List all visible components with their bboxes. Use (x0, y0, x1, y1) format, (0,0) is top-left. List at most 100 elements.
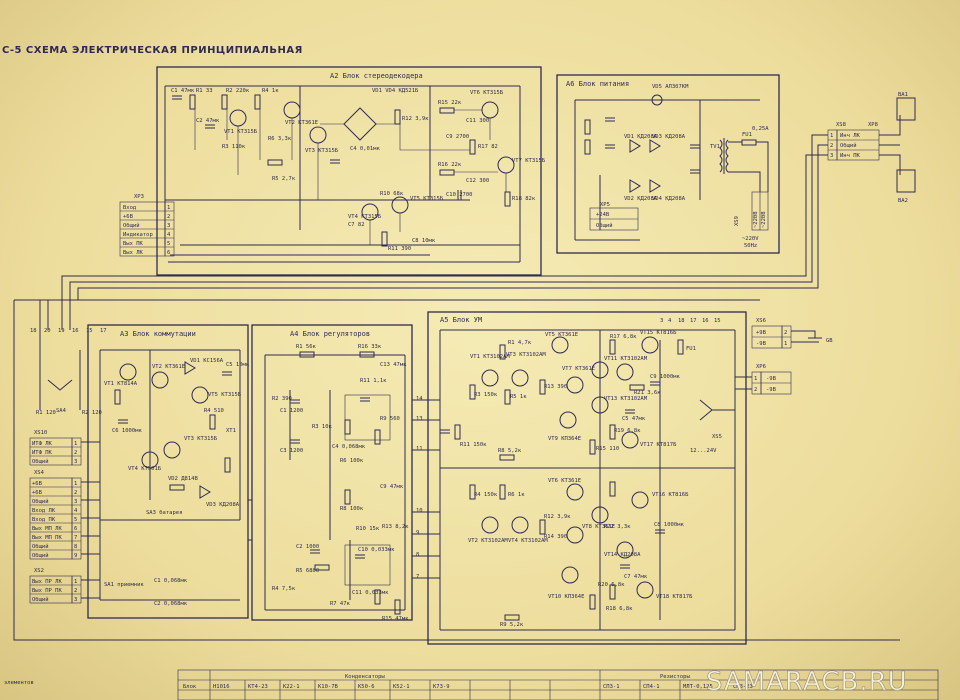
xs8-name: XS8 (836, 122, 846, 128)
connector-xs9: XS9 ~220В ~220В (734, 191, 769, 231)
gb-label: GB (826, 338, 833, 344)
a4-label-r16: R16 33к (358, 344, 382, 350)
bus-num-14: 14 (416, 396, 423, 402)
a4-label-r15: R15 47мк (382, 616, 409, 622)
a3-label-vt1: VT1 КТ814А (104, 381, 138, 387)
xs4-row-1: +6В (32, 481, 43, 487)
xs4-pin-5: 5 (74, 517, 77, 523)
xs4-row-5: Вход ПК (32, 517, 56, 523)
a4-label-r13: R13 8,2к (382, 524, 409, 530)
component-table: элементов Блок Конденсаторы Резисторы Н1… (4, 669, 939, 700)
xp5-row-2: Общий (596, 222, 613, 229)
block-a2-frame (156, 66, 542, 276)
xs9-name: XS9 (734, 216, 740, 226)
block-a6: А6 Блок питания VD5 АЛ307КМ VD1 КД208А V… (556, 74, 780, 254)
mains-frequency: 50Hz (744, 243, 757, 249)
a5-label-r22: R22 3,3к (604, 524, 631, 530)
xs4-row-6: Вых МП ЛК (32, 526, 62, 532)
a3-label-r1: R1 120 (36, 410, 56, 416)
bus-num-15: 15 (86, 328, 93, 334)
block-a2-title: А2 Блок стереодекодера (330, 72, 423, 80)
bus-num-18: 18 (30, 328, 37, 334)
bus-markers: 18 20 19 16 15 17 14 13 11 10 9 8 7 3 4 … (30, 318, 721, 580)
a3-label-c5: C5 10мк (226, 362, 250, 368)
a4-label-r8: R8 100к (340, 506, 364, 512)
a3-label-sa4: SA4 (56, 408, 67, 414)
block-a3-title: А3 Блок коммутации (120, 330, 196, 338)
block-a3: А3 Блок коммутации VT1 КТ814А VT2 КТ361Е… (36, 324, 250, 619)
a3-label-vt4: VT4 КТ501Б (128, 466, 162, 472)
block-a5-frame (427, 311, 747, 645)
table-head-resistors: Резисторы (660, 674, 690, 680)
connector-xp3: XP3 Вход +6В Общий Индикатор Вых ПК Вых … (119, 194, 175, 257)
a5-label-c8: C8 1000мк (654, 522, 684, 528)
xp3-row-4: Индикатор (123, 232, 153, 238)
a2-label-r17: R17 82 (478, 144, 498, 150)
xp3-name: XP3 (134, 194, 144, 200)
a5-label-vt16: VT16 КТ816Б (652, 492, 689, 498)
a5-label-vt6: VT6 КТ361Е (548, 478, 581, 484)
a2-label-r6: R6 3,3к (268, 136, 292, 142)
table-cell-1: Н1016 (213, 684, 230, 690)
a5-label-vt11: VT11 КТ3102АМ (604, 356, 648, 362)
a4-label-c11: C11 0,033мк (352, 590, 389, 596)
bus-num-19: 19 (58, 328, 65, 334)
xs6-pin-1: 2 (784, 330, 787, 336)
block-a5: А5 Блок УМ VT1 КТ3102АМ R1 4,7к VT3 КТ31… (427, 311, 747, 645)
block-a4: А4 Блок регуляторов R1 56к C1 1200 R16 3… (251, 324, 413, 622)
a5-label-r21: R21 3,6к (634, 390, 661, 396)
xs2-name: XS2 (34, 568, 44, 574)
a3-label-xt1: XT1 (226, 428, 236, 434)
xs4-row-9: Общий (32, 552, 49, 559)
bus-right-17: 17 (690, 318, 697, 324)
xs10-pin-2: 2 (74, 450, 77, 456)
a4-label-r11: R11 1,1к (360, 378, 387, 384)
table-cell-11: СП3-23 (733, 684, 753, 690)
a4-label-c9: C9 47мк (380, 484, 404, 490)
a2-label-r5: R5 2,7к (272, 176, 296, 182)
xp6-row-2: -9В (766, 387, 777, 393)
xs10-pin-3: 3 (74, 459, 77, 465)
block-a4-frame (251, 324, 413, 621)
bus-num-8: 8 (416, 552, 419, 558)
xp5-name: XP5 (600, 202, 610, 208)
a5-label-vt5: VT5 КТ361Е (545, 332, 578, 338)
xs6-row-1: +9В (756, 330, 767, 336)
a4-label-r10: R10 15к (356, 526, 380, 532)
xs2-pin-3: 3 (74, 597, 77, 603)
a2-label-r3: R3 110к (222, 144, 246, 150)
bus-num-16: 16 (72, 328, 79, 334)
a5-label-vt4: VT4 КТ3102АМ (508, 538, 548, 544)
bus-num-13: 13 (416, 416, 423, 422)
a3-label-sa1: SA1 приемник (104, 582, 144, 588)
xs2-row-2: Вых ПР ПК (32, 588, 62, 594)
table-cell-6: К52-1 (393, 684, 410, 690)
a2-label-vd1: VD1 VD4 КД521Б (372, 88, 419, 94)
a5-label-r12: R12 3,9к (544, 514, 571, 520)
xs4-row-7: Вых МП ПК (32, 535, 62, 541)
a3-label-c2: C2 0,068мк (154, 601, 188, 607)
a4-label-r4: R4 7,5к (272, 586, 296, 592)
supply-12-24: 12...24V (690, 448, 717, 454)
a3-label-vd3: VD3 КД208А (206, 502, 240, 508)
speaker-ba2 (896, 169, 916, 193)
xp6-name: XP6 (756, 364, 766, 370)
block-a5-title: А5 Блок УМ (440, 316, 482, 324)
a3-label-c1: C1 0,068мк (154, 578, 188, 584)
block-a2: А2 Блок стереодекодера C1 47мк R1 33 R2 … (119, 66, 546, 276)
a5-label-r3: R3 150к (474, 392, 498, 398)
xs8-row-3: Инч ПК (840, 153, 861, 159)
a5-label-vt9: VT9 КП364Е (548, 436, 581, 442)
xp3-row-6: Вых ЛК (123, 250, 144, 256)
a2-label-vt1: VT1 КТ315Б (224, 129, 258, 135)
a2-label-c12: C12 300 (466, 178, 489, 184)
xs4-pin-6: 6 (74, 526, 77, 532)
a5-label-r5: R5 1к (510, 394, 527, 400)
xp3-pin-4: 4 (167, 232, 171, 238)
block-a6-frame (556, 74, 780, 254)
a4-label-c13: C13 47мк (380, 362, 407, 368)
a3-label-vd2: VD2 Д814В (168, 476, 198, 482)
a5-label-vt3: VT3 КТ3102АМ (506, 352, 546, 358)
a2-label-c10: C10 2700 (446, 192, 473, 198)
